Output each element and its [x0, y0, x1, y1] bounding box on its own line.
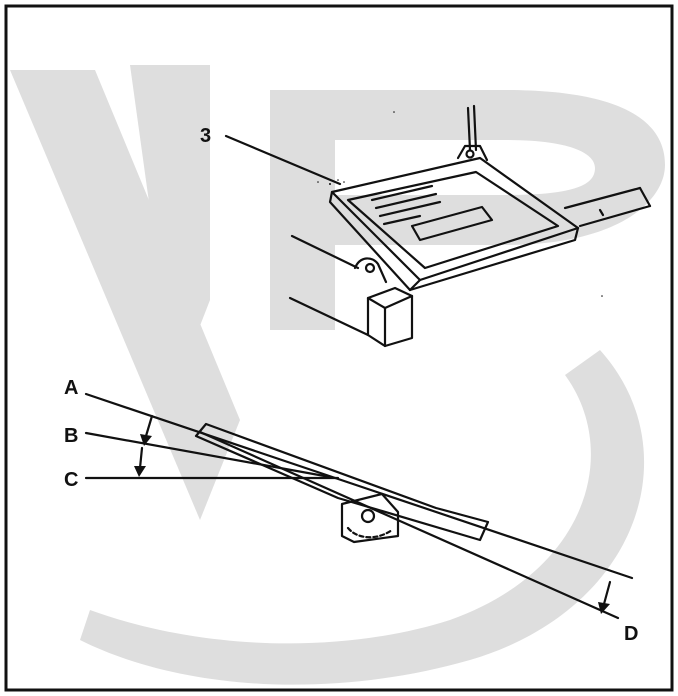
watermark-logo	[10, 65, 665, 685]
bracket	[340, 492, 400, 544]
plate-outline	[194, 422, 490, 542]
arrow-heads	[134, 434, 610, 614]
diagram-frame	[4, 4, 674, 692]
arrow-c-head	[134, 466, 146, 477]
line-b	[84, 431, 332, 479]
line-b-label: B	[64, 425, 78, 447]
line-a-label: A	[64, 377, 78, 399]
callout-3-label: 3	[200, 125, 211, 147]
line-d-label: D	[624, 623, 638, 645]
fan-motor-assembly	[224, 104, 652, 348]
line-a	[84, 392, 634, 580]
line-c-label: C	[64, 469, 78, 491]
stipple-marks	[317, 111, 603, 297]
arrow-b-head	[140, 434, 152, 446]
line-d	[198, 430, 620, 620]
arrow-d-head	[598, 602, 610, 614]
bracket-hole	[360, 508, 376, 524]
angle-diagram	[84, 392, 634, 620]
